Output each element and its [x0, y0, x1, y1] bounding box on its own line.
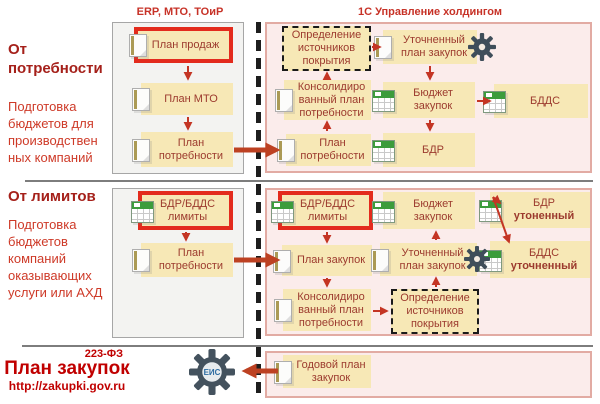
- node-label: Определение источников покрытия: [400, 292, 470, 330]
- node-budget-zakupok-2: Бюджет закупок: [372, 192, 475, 229]
- document-icon: [275, 89, 293, 112]
- node-plan-potrebnosti-erp1: План потребности: [132, 132, 233, 167]
- spreadsheet-icon: [483, 91, 506, 113]
- node-label: Консолидиро ванный план потребности: [297, 80, 366, 119]
- node-label: БДР/БДДС лимиты: [159, 197, 216, 223]
- document-icon: [371, 248, 389, 272]
- node-konsolidirovanny-plan-2: Консолидиро ванный план потребности: [274, 289, 371, 331]
- node-utochnenny-plan-1: Уточненный план закупок: [374, 30, 477, 64]
- gear-icon: [468, 33, 496, 61]
- dashed-divider: [256, 22, 261, 399]
- node-label-line1: БДР: [532, 197, 555, 209]
- document-icon: [132, 249, 150, 272]
- node-label: БДДС: [529, 94, 561, 107]
- document-icon: [132, 138, 150, 162]
- node-label-line2: уточненный: [510, 259, 578, 272]
- node-label: Годовой план закупок: [296, 358, 366, 384]
- node-label-line1: БДДС: [528, 246, 560, 259]
- eis-gear-icon: ЕИС: [189, 349, 235, 395]
- node-label: План продаж: [151, 38, 220, 51]
- row3-url: http://zakupki.gov.ru: [8, 379, 126, 393]
- eis-label: ЕИС: [204, 368, 221, 377]
- document-icon: [129, 34, 147, 57]
- node-plan-mto: План МТО: [132, 83, 233, 115]
- node-bdr-bdds-limity-2: БДР/БДДС лимиты: [271, 191, 373, 230]
- gear-icon: [464, 246, 490, 272]
- header-1c-holding: 1С Управление холдингом: [358, 6, 502, 18]
- node-bdds-1: БДДС: [483, 84, 588, 118]
- row1-subtitle: Подготовка бюджетов для производствен ны…: [8, 99, 98, 165]
- header-erp-system: ERP, МТО, ТОиР: [136, 6, 224, 18]
- spreadsheet-icon: [479, 200, 502, 222]
- node-label: Уточненный план закупок: [400, 34, 468, 59]
- node-label: План МТО: [164, 92, 218, 105]
- node-opredelenie-istochnikov-2: Определение источников покрытия: [391, 289, 479, 334]
- node-bdr-1: БДР: [372, 133, 475, 167]
- row3-law-label: 223-ФЗ: [84, 348, 123, 360]
- spreadsheet-icon: [372, 90, 395, 112]
- node-label: Консолидиро ванный план потребности: [297, 290, 365, 329]
- node-label: Определение источников покрытия: [291, 29, 362, 67]
- node-utochnenny-plan-2: Уточненный план закупок: [371, 243, 477, 276]
- row1-title: От потребности: [8, 41, 103, 77]
- spreadsheet-icon: [372, 140, 395, 162]
- node-plan-prodazh: План продаж: [129, 27, 233, 63]
- node-plan-potrebnosti-erp2: План потребности: [132, 243, 233, 277]
- document-icon: [277, 139, 295, 162]
- row2-subtitle: Подготовка бюджетов компаний оказывающих…: [8, 217, 103, 300]
- node-label: План потребности: [158, 247, 224, 272]
- node-label: План потребности: [158, 136, 224, 162]
- row-separator-1: [25, 180, 593, 182]
- spreadsheet-icon: [271, 200, 294, 223]
- node-label-line2: утоненный: [513, 210, 575, 222]
- node-label: Бюджет закупок: [413, 87, 453, 112]
- node-label: БДР/БДДС лимиты: [299, 197, 356, 223]
- spreadsheet-icon: [372, 200, 395, 223]
- node-label: План закупок: [296, 254, 366, 266]
- node-label: Уточненный план закупок: [399, 246, 466, 272]
- node-budget-zakupok-1: Бюджет закупок: [372, 82, 475, 118]
- spreadsheet-icon: [131, 200, 154, 223]
- document-icon: [273, 249, 291, 273]
- node-label: План потребности: [300, 137, 365, 162]
- node-plan-potrebnosti-1: План потребности: [277, 134, 371, 166]
- row2-title: От лимитов: [8, 188, 96, 205]
- row3-title: План закупок: [4, 358, 130, 379]
- document-icon: [274, 360, 292, 384]
- node-label: Бюджет закупок: [413, 197, 453, 223]
- node-godovoy-plan-zakupok: Годовой план закупок: [274, 355, 371, 388]
- node-label: БДР: [421, 143, 444, 156]
- node-bdr-bdds-limity-erp: БДР/БДДС лимиты: [131, 191, 233, 230]
- node-plan-zakupok-2: План закупок: [273, 245, 372, 276]
- node-opredelenie-istochnikov-1: Определение источников покрытия: [282, 26, 371, 71]
- document-icon: [274, 299, 292, 322]
- document-icon: [374, 36, 392, 59]
- document-icon: [132, 88, 150, 111]
- node-konsolidirovanny-plan-1: Консолидиро ванный план потребности: [275, 80, 371, 120]
- row-separator-2: [22, 345, 593, 347]
